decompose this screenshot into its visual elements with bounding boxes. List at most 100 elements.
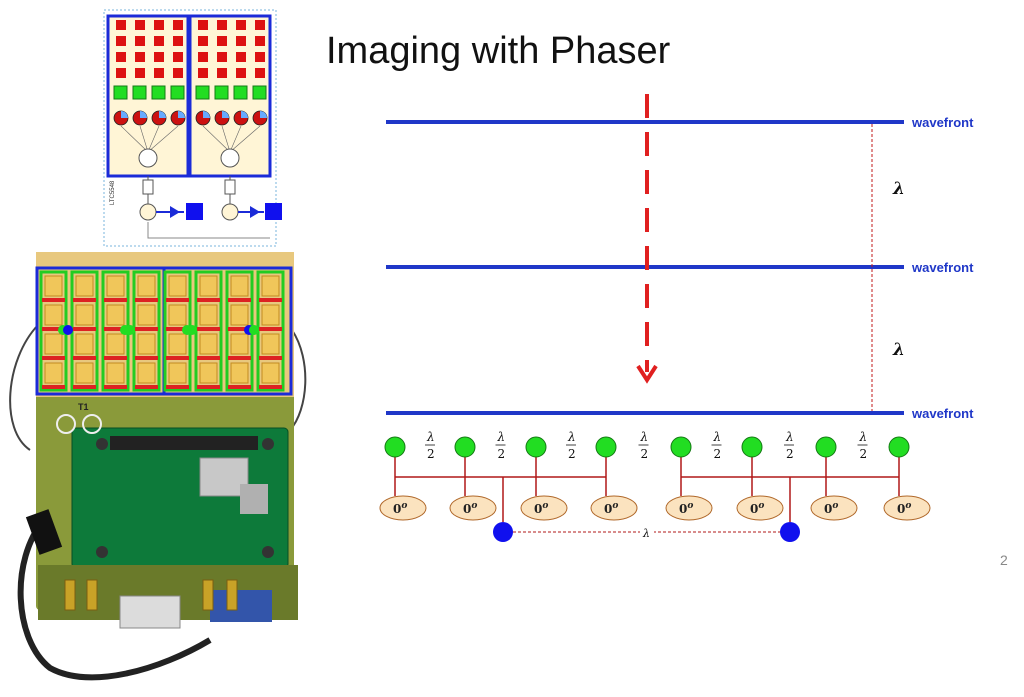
svg-text:λ: λ <box>713 430 722 444</box>
board-patch <box>261 362 280 384</box>
schematic-patch <box>236 52 246 62</box>
phase-shifter <box>379 495 427 521</box>
board-usb-connector <box>119 595 181 629</box>
svg-text:2: 2 <box>427 447 435 461</box>
board-sma-connector <box>64 579 76 611</box>
schematic-patch <box>255 20 265 30</box>
schematic-patch <box>217 36 227 46</box>
board-sma-connector <box>202 579 214 611</box>
schematic-mixer-right <box>221 203 239 221</box>
schematic-output-left <box>186 203 203 220</box>
board-patch <box>168 275 187 297</box>
board-patch <box>44 304 63 326</box>
svg-text:2: 2 <box>786 447 794 461</box>
board-patch <box>199 275 218 297</box>
schematic-filter-right <box>224 179 236 195</box>
schematic-patch <box>217 68 227 78</box>
svg-text:2: 2 <box>860 447 868 461</box>
svg-text:λ: λ <box>640 430 649 444</box>
antenna-element <box>384 436 406 458</box>
board-antenna-array <box>35 266 293 396</box>
board-cable-plug <box>25 509 63 555</box>
schematic-image: LTC5548 <box>103 9 282 247</box>
schematic-chip <box>233 85 248 100</box>
board-patch <box>230 362 249 384</box>
combiner-node-right <box>780 522 800 542</box>
page-number: 2 <box>1000 552 1008 568</box>
half-wavelength-label: λ2 <box>857 430 868 461</box>
schematic-chip <box>113 85 128 100</box>
phase-shifter <box>736 495 784 521</box>
schematic-patch <box>255 52 265 62</box>
half-wavelength-label: λ2 <box>711 430 722 461</box>
board-patch <box>75 304 94 326</box>
antenna-element <box>888 436 910 458</box>
wavefront-label-3: wavefront <box>911 406 974 421</box>
half-wavelength-label: λ2 <box>495 430 506 461</box>
board-patch <box>44 362 63 384</box>
schematic-patch <box>173 20 183 30</box>
antenna-element <box>741 436 763 458</box>
board-patch <box>75 333 94 355</box>
schematic-output-right <box>265 203 282 220</box>
schematic-patch <box>116 52 126 62</box>
schematic-combiner-left <box>138 148 158 168</box>
wavefront-label-2: wavefront <box>911 260 974 275</box>
board-array-node <box>63 325 73 335</box>
schematic-patch <box>135 20 145 30</box>
svg-text:2: 2 <box>641 447 649 461</box>
board-patch <box>44 333 63 355</box>
board-gpio-header <box>110 436 258 450</box>
antenna-element <box>815 436 837 458</box>
board-patch <box>261 304 280 326</box>
schematic-patch <box>236 68 246 78</box>
schematic-chip <box>170 85 185 100</box>
antenna-element <box>670 436 692 458</box>
combiner-node-left <box>493 522 513 542</box>
board-patch <box>137 275 156 297</box>
board-patch <box>75 362 94 384</box>
schematic-mixer-left <box>139 203 157 221</box>
schematic-chip <box>252 85 267 100</box>
schematic-patch <box>236 20 246 30</box>
combiner-spacing-label: λ <box>642 527 650 540</box>
schematic-patch <box>154 36 164 46</box>
board-patch <box>137 304 156 326</box>
svg-text:2: 2 <box>498 447 506 461</box>
schematic-patch <box>154 20 164 30</box>
phase-shifter <box>520 495 568 521</box>
schematic-phase-shifter-row <box>113 110 268 153</box>
schematic-patch <box>173 36 183 46</box>
wavelength-label-upper: λ <box>892 179 905 199</box>
svg-text:λ: λ <box>567 430 576 444</box>
wavefront-label-1: wavefront <box>911 115 974 130</box>
board-patch <box>261 333 280 355</box>
schematic-chip <box>214 85 229 100</box>
phase-shifter <box>665 495 713 521</box>
phase-shifter <box>810 495 858 521</box>
schematic-patch <box>198 20 208 30</box>
board-array-node <box>187 325 197 335</box>
schematic-patch <box>135 68 145 78</box>
schematic-patch <box>116 20 126 30</box>
board-patch <box>199 362 218 384</box>
schematic-chip <box>151 85 166 100</box>
board-silkscreen-label: T1 <box>78 402 89 412</box>
half-wavelength-label: λ2 <box>638 430 649 461</box>
half-wavelength-label: λ2 <box>425 430 435 461</box>
schematic-patch <box>198 36 208 46</box>
board-patch <box>106 362 125 384</box>
schematic-patch <box>135 36 145 46</box>
schematic-chip <box>195 85 210 100</box>
antenna-element <box>595 436 617 458</box>
antenna-element-row <box>384 436 910 458</box>
schematic-chip-row <box>113 85 267 100</box>
schematic-patch <box>173 68 183 78</box>
board-patch <box>44 275 63 297</box>
board-patch <box>137 333 156 355</box>
phase-shifter <box>883 495 931 521</box>
schematic-patch-grid <box>116 20 265 78</box>
